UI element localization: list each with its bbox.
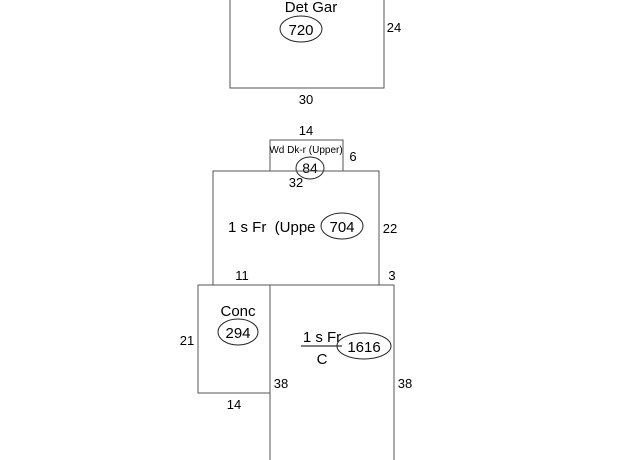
wd-dk-dim-bottom: 32	[289, 175, 303, 190]
upper-fr-dim-bottom-left: 11	[235, 268, 249, 283]
main-fr-area-oval	[336, 332, 392, 360]
upper-fr-room: 1 s Fr (Uppe 704 22 11 3	[212, 170, 397, 286]
det-gar-area-oval	[279, 15, 323, 43]
wd-dk-area-oval	[295, 156, 325, 180]
upper-fr-dim-right: 22	[383, 221, 397, 236]
upper-fr-area: 704	[329, 219, 354, 236]
main-fr-area: 1616	[347, 339, 380, 356]
upper-fr-dim-bottom-right: 3	[388, 268, 395, 283]
conc-dim-left: 21	[180, 333, 194, 348]
main-fr-label-top: 1 s Fr	[303, 329, 341, 346]
wd-dk-dim-top: 14	[299, 123, 313, 138]
conc-label: Conc	[220, 303, 256, 320]
wd-dk-label: Wd Dk-r (Upper)	[269, 145, 342, 156]
upper-fr-label: 1 s Fr (Uppe	[228, 219, 316, 236]
conc-room: Conc 294 21 14 38	[180, 284, 288, 412]
wd-dk-room: 14 Wd Dk-r (Upper) 6 84 32	[269, 123, 356, 190]
det-gar-dim-right: 24	[387, 20, 401, 35]
det-gar-dim-bottom: 30	[299, 92, 313, 107]
main-fr-label-bottom: C	[317, 351, 328, 368]
main-fr-dim-right: 38	[398, 376, 412, 391]
conc-area: 294	[225, 325, 250, 342]
conc-dim-bottom: 14	[227, 397, 241, 412]
wd-dk-area: 84	[302, 160, 318, 176]
det-gar-room: Det Gar 720 24 30	[229, 0, 401, 107]
upper-fr-area-oval	[320, 212, 364, 240]
wd-dk-dim-right: 6	[349, 149, 356, 164]
main-fr-room: 1 s Fr C 1616 38	[269, 284, 412, 460]
det-gar-label: Det Gar	[285, 0, 338, 16]
det-gar-area: 720	[288, 22, 313, 39]
conc-dim-right: 38	[274, 376, 288, 391]
conc-area-oval	[217, 318, 259, 346]
